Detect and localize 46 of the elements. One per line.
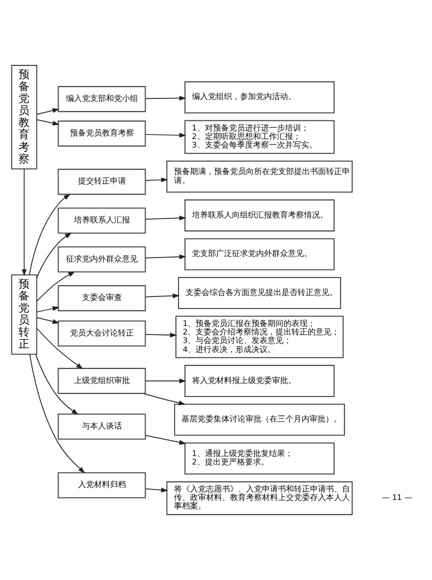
node-box: 支委会审查: [58, 285, 146, 312]
node-box: 党员大会讨论转正: [58, 320, 146, 347]
arrow: [145, 216, 186, 220]
arrow: [145, 96, 186, 101]
arrow: [36, 328, 84, 370]
arrow: [36, 108, 60, 115]
node-box: 将入党材料报上级党委审批。: [184, 364, 335, 397]
node-box: 提交转正申请: [58, 168, 146, 195]
arrow: [36, 306, 60, 312]
node-box: 支委会综合各方面意见提出是否转正意见。: [178, 276, 342, 310]
arrow: [29, 354, 86, 474]
node-box: 党支部广泛征求党内外群众意见。: [184, 238, 335, 270]
node-box: 1、对预备党员进行进一步培训； 2、定期听取思想和工作汇报； 3、支委会每季度考察一次并写实。: [184, 120, 335, 154]
arrow: [145, 177, 168, 182]
arrow: [36, 317, 60, 324]
arrow: [36, 119, 60, 126]
node-box: 预备党员转正: [11, 274, 38, 355]
label: — 11 —: [382, 493, 412, 502]
arrow: [143, 393, 186, 406]
arrow: [36, 232, 72, 278]
node-box: 预备党员教育考察: [11, 64, 38, 170]
arrow: [22, 168, 27, 276]
arrow: [145, 435, 186, 445]
arrow: [145, 293, 180, 298]
node-box: 1、通报上级党委批复结果； 2、提出更严格要求。: [184, 442, 335, 475]
arrow: [28, 194, 70, 276]
node-box: 编入党支部和党小组: [58, 86, 146, 112]
node-box: 预备期满，预备党员向所在党支部提出书面转正申请。: [166, 160, 353, 193]
arrow: [145, 332, 177, 338]
arrow: [145, 488, 168, 492]
node-box: 培养联系人汇报: [58, 208, 146, 234]
node-box: 将《入党志愿书》、入党申请书和转正申请书、自传、政审材料、教育考察材料上交党委存入本人人事档案。: [166, 481, 353, 516]
node-box: 与本人谈话: [58, 414, 146, 440]
arrow: [145, 132, 186, 138]
node-box: 预备党员教育考察: [58, 120, 146, 147]
arrow: [35, 354, 78, 415]
node-box: 编入党组织，参加党内活动。: [184, 81, 335, 114]
arrow: [36, 271, 76, 302]
node-box: 基层党委集体讨论审批（在三个月内审批）。: [174, 404, 345, 436]
node-box: 入党材料归档: [58, 472, 146, 498]
node-box: 1、预备党员汇报在预备期间的表现； 2、支委会介绍考察情况，提出转正的意见； 3、与会党员讨论、发表意见； 4、进行表决，形成决议。: [175, 316, 344, 358]
node-box: 征求党内外群众意见: [58, 246, 146, 272]
arrow: [145, 254, 186, 260]
node-box: 上级党组织审批: [58, 368, 146, 394]
node-box: 培养联系人向组织汇报教育考察情况。: [184, 199, 335, 232]
arrow: [145, 378, 186, 384]
